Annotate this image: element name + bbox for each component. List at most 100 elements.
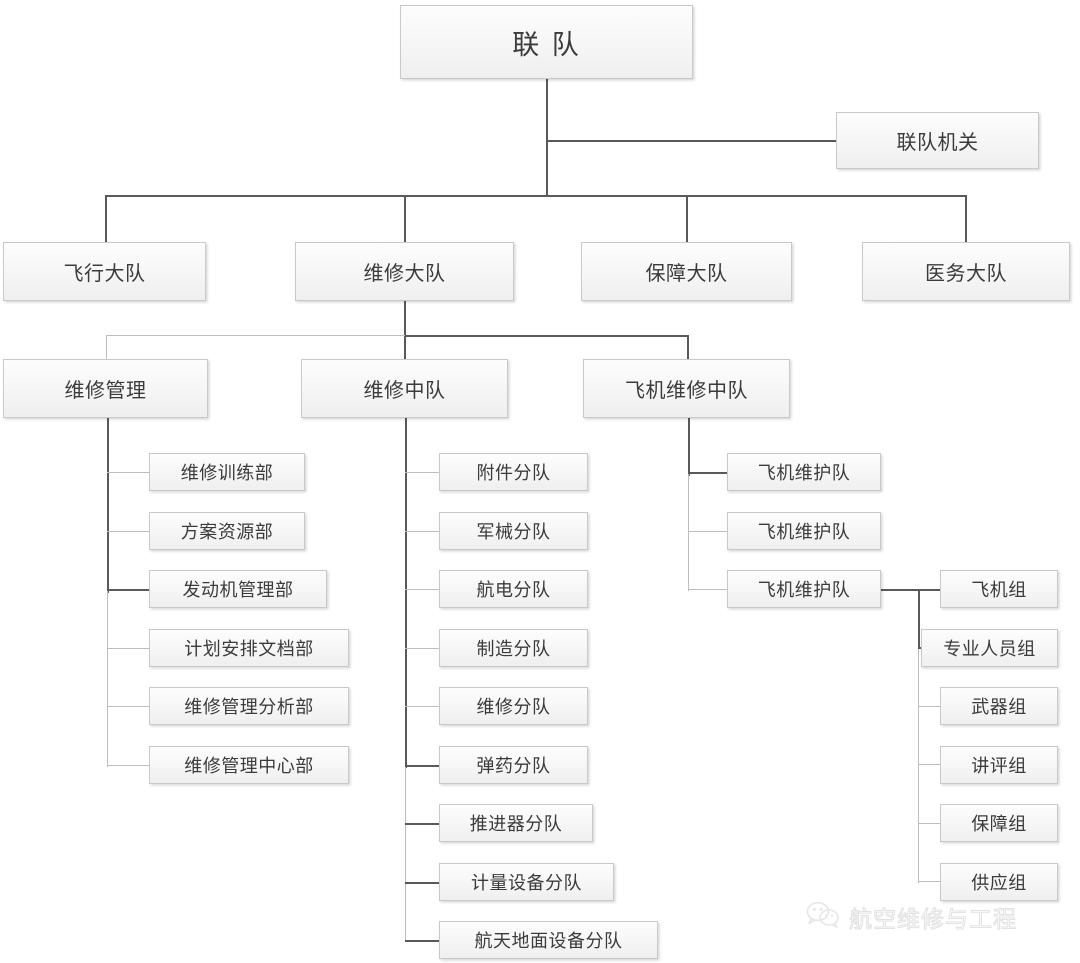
node-ms-child-3-label: 制造分队 (476, 639, 551, 660)
node-mm-child-0[interactable]: 维修训练部 (149, 453, 305, 491)
watermark-text: 航空维修与工程 (849, 907, 1017, 934)
node-group-0-label: 飞机组 (971, 580, 1027, 601)
connector-level1-drop-2 (686, 195, 688, 242)
connector-level1-drop-0 (105, 195, 107, 242)
node-ms-child-0[interactable]: 附件分队 (439, 453, 588, 491)
node-mm-child-2[interactable]: 发动机管理部 (149, 570, 327, 608)
connector-as-branch-2 (688, 589, 727, 590)
connector-group-branch-3 (918, 764, 940, 765)
connector-ms-branch-0 (405, 472, 439, 473)
node-ms-child-7[interactable]: 计量设备分队 (439, 863, 614, 901)
node-group-2-label: 武器组 (971, 697, 1027, 718)
watermark: 航空维修与工程 (806, 900, 1017, 934)
node-level2-0[interactable]: 维修管理 (3, 359, 208, 418)
node-level1-1[interactable]: 维修大队 (295, 242, 514, 301)
node-level2-2-label: 飞机维修中队 (625, 378, 748, 402)
node-group-5-label: 供应组 (971, 873, 1027, 894)
connector-weixiu-stem (404, 301, 406, 359)
node-group-1-label: 专业人员组 (943, 639, 1036, 660)
node-ms-child-1[interactable]: 军械分队 (439, 512, 588, 550)
node-level2-1[interactable]: 维修中队 (301, 359, 508, 418)
node-group-3-label: 讲评组 (971, 756, 1027, 777)
node-as-child-0-label: 飞机维护队 (757, 463, 851, 484)
wechat-icon (806, 901, 840, 933)
connector-groups-trunk-dark (918, 589, 920, 648)
node-ms-child-8[interactable]: 航天地面设备分队 (439, 921, 658, 959)
node-level2-0-label: 维修管理 (64, 378, 147, 402)
node-group-2[interactable]: 武器组 (940, 687, 1058, 725)
connector-mm-branch-1 (107, 531, 149, 532)
node-level2-2[interactable]: 飞机维修中队 (583, 359, 790, 418)
node-group-5[interactable]: 供应组 (940, 863, 1058, 901)
connector-mm-branch-3 (107, 648, 149, 649)
connector-mm-branch-5 (107, 765, 149, 766)
connector-as-trunk-dark (688, 418, 690, 476)
node-ms-child-6-label: 推进器分队 (469, 814, 563, 835)
connector-ms-branch-3 (405, 648, 439, 649)
connector-ms-trunk-light (405, 765, 406, 942)
connector-level2-bus-right (404, 335, 688, 337)
node-mm-child-4-label: 维修管理分析部 (184, 697, 314, 718)
node-ms-child-2[interactable]: 航电分队 (439, 570, 588, 608)
connector-ms-trunk (405, 418, 407, 768)
node-ms-child-0-label: 附件分队 (476, 463, 551, 484)
node-ms-child-5-label: 弹药分队 (476, 756, 551, 777)
node-level1-2-label: 保障大队 (645, 261, 728, 285)
node-group-4[interactable]: 保障组 (940, 804, 1058, 842)
connector-level1-drop-1 (404, 195, 406, 242)
connector-ms-branch-7 (405, 882, 439, 884)
node-as-child-1[interactable]: 飞机维护队 (727, 512, 881, 550)
connector-as-branch-0 (688, 472, 727, 474)
node-mm-child-2-label: 发动机管理部 (182, 580, 294, 601)
node-mm-child-4[interactable]: 维修管理分析部 (149, 687, 349, 725)
node-level1-1-label: 维修大队 (363, 261, 446, 285)
node-mm-child-5-label: 维修管理中心部 (184, 756, 314, 777)
connector-ms-branch-2 (405, 589, 439, 590)
node-root[interactable]: 联 队 (400, 5, 693, 79)
connector-group-branch-4 (918, 823, 940, 824)
node-level1-2[interactable]: 保障大队 (581, 242, 792, 301)
node-as-child-0[interactable]: 飞机维护队 (727, 453, 881, 491)
node-group-4-label: 保障组 (971, 814, 1027, 835)
node-ms-child-6[interactable]: 推进器分队 (439, 804, 593, 842)
node-ms-child-5[interactable]: 弹药分队 (439, 746, 588, 784)
connector-group-branch-0 (918, 589, 940, 591)
connector-group-branch-2 (918, 706, 940, 707)
connector-ms-branch-1 (405, 531, 439, 532)
node-level1-0[interactable]: 飞行大队 (3, 242, 206, 301)
node-ms-child-4-label: 维修分队 (476, 697, 551, 718)
node-as-child-2[interactable]: 飞机维护队 (727, 570, 881, 608)
connector-mm-branch-2 (107, 589, 149, 591)
node-mm-child-3[interactable]: 计划安排文档部 (149, 629, 349, 667)
node-group-1[interactable]: 专业人员组 (921, 629, 1058, 667)
node-group-3[interactable]: 讲评组 (940, 746, 1058, 784)
node-group-0[interactable]: 飞机组 (940, 570, 1058, 608)
node-staff[interactable]: 联队机关 (836, 112, 1039, 169)
connector-ms-branch-8 (405, 940, 439, 942)
connector-ms-branch-5 (405, 765, 439, 767)
connector-level2-drop-2 (687, 335, 689, 359)
connector-ms-branch-4 (405, 706, 439, 707)
node-ms-child-3[interactable]: 制造分队 (439, 629, 588, 667)
node-mm-child-5[interactable]: 维修管理中心部 (149, 746, 349, 784)
connector-mm-trunk-light (107, 590, 108, 767)
connector-level2-bus-left (106, 335, 405, 336)
node-mm-child-1-label: 方案资源部 (180, 522, 274, 543)
connector-root-stem (546, 79, 548, 195)
connector-mm-branch-4 (107, 706, 149, 707)
node-level1-3[interactable]: 医务大队 (862, 242, 1070, 301)
node-staff-label: 联队机关 (896, 130, 979, 154)
node-ms-child-8-label: 航天地面设备分队 (474, 931, 623, 952)
node-ms-child-4[interactable]: 维修分队 (439, 687, 588, 725)
node-mm-child-1[interactable]: 方案资源部 (149, 512, 305, 550)
connector-ms-branch-6 (405, 823, 439, 825)
connector-teams-stem (881, 589, 919, 591)
node-as-child-2-label: 飞机维护队 (757, 580, 851, 601)
node-ms-child-2-label: 航电分队 (476, 580, 551, 601)
connector-as-branch-1 (688, 531, 727, 532)
node-mm-child-0-label: 维修训练部 (180, 463, 274, 484)
connector-group-branch-5 (918, 881, 940, 882)
connector-groups-trunk-light (918, 647, 919, 883)
node-level1-0-label: 飞行大队 (63, 261, 146, 285)
